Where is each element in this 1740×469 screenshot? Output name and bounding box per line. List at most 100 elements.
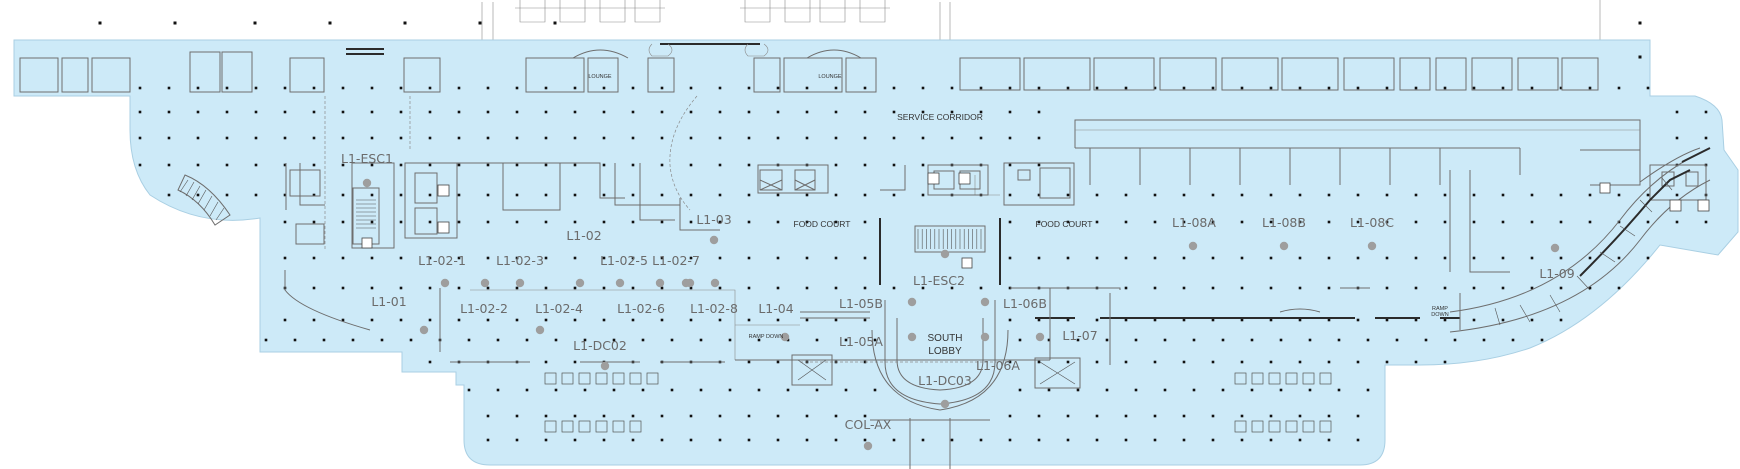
stairs [177,174,1081,389]
column [805,414,809,418]
column [747,360,751,364]
column [805,136,809,140]
column [776,256,780,260]
table [612,372,625,385]
column [1385,220,1389,224]
column [1269,414,1273,418]
zone-label: L1-02-6 [617,301,665,316]
column [602,110,606,114]
column [486,256,490,260]
zone-label: L1-DC02 [573,338,627,353]
column [631,286,635,290]
column [699,388,703,392]
column [1559,256,1563,260]
column [457,110,461,114]
column [1298,414,1302,418]
column [515,318,519,322]
column [1443,318,1447,322]
exterior-marker [553,21,557,25]
zone-label: L1-05A [839,334,883,349]
column [1675,220,1679,224]
column [196,86,200,90]
column [1124,286,1128,290]
column [1704,136,1708,140]
column [370,163,374,167]
column [1327,318,1331,322]
column [1037,414,1041,418]
column [950,110,954,114]
zone-label: L1-02 [566,228,601,243]
column [486,286,490,290]
column [834,256,838,260]
column [1646,86,1650,90]
column [602,438,606,442]
column [1530,286,1534,290]
column [1385,318,1389,322]
column [1124,193,1128,197]
column [341,136,345,140]
column [467,338,471,342]
column [631,256,635,260]
column [283,136,287,140]
column [457,256,461,260]
zone-marker [1279,241,1289,251]
column [1327,193,1331,197]
column [554,388,558,392]
column [399,110,403,114]
column [660,136,664,140]
zone-label: L1-02-3 [496,253,544,268]
column [544,163,548,167]
column [1530,318,1534,322]
column [1240,86,1244,90]
column [544,110,548,114]
column [1646,220,1650,224]
column [428,163,432,167]
column [805,193,809,197]
column [1211,193,1215,197]
column [428,110,432,114]
column [1163,388,1167,392]
zone-label: L1-ESC2 [913,273,965,288]
zone-label: COL-AX [845,417,892,432]
column [1511,338,1515,342]
column [1211,360,1215,364]
column [1501,86,1505,90]
column [1588,193,1592,197]
column [573,318,577,322]
column [1153,318,1157,322]
room-labels: LOUNGE LOUNGE SERVICE CORRIDOR FOOD COUR… [588,74,1448,357]
column [602,136,606,140]
column [1047,388,1051,392]
column [873,388,877,392]
column [834,110,838,114]
column [1240,438,1244,442]
column [1414,86,1418,90]
column [254,136,258,140]
restroom-icons [361,172,1710,269]
column [399,256,403,260]
column [921,193,925,197]
column [1617,193,1621,197]
column [1076,388,1080,392]
column [322,338,326,342]
column [544,220,548,224]
column [1337,388,1341,392]
column [1066,220,1070,224]
column [573,438,577,442]
column [1250,388,1254,392]
column [1163,338,1167,342]
column [1327,360,1331,364]
column [1337,338,1341,342]
column [1356,86,1360,90]
column [1414,360,1418,364]
column [1124,220,1128,224]
column [1443,256,1447,260]
column [1327,256,1331,260]
column [805,86,809,90]
column [689,286,693,290]
column [1395,338,1399,342]
column [1501,193,1505,197]
column [834,286,838,290]
column [370,220,374,224]
column [1588,86,1592,90]
